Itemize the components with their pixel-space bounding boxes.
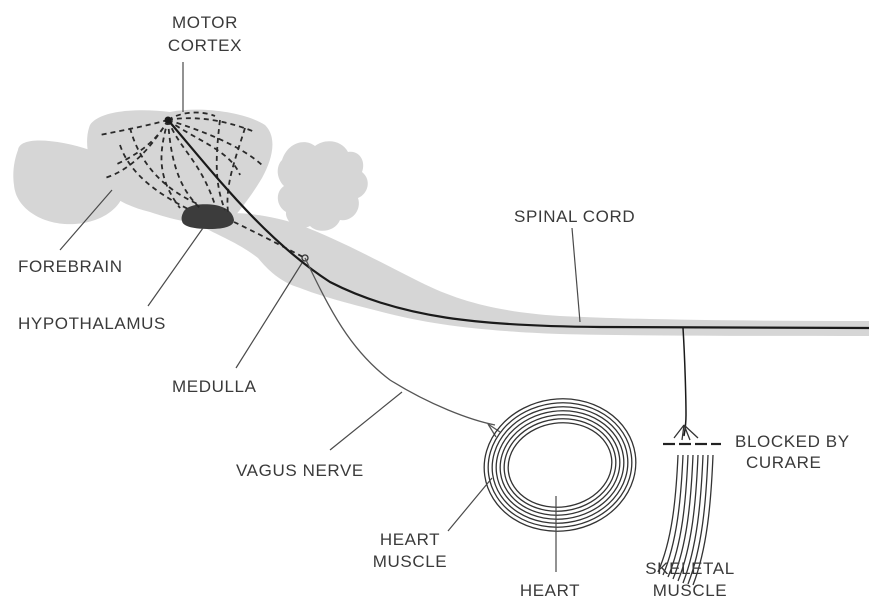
- heart-muscle: [476, 389, 645, 541]
- leader-spinal-cord: [572, 228, 580, 322]
- label-motor-cortex-1: MOTOR: [172, 13, 238, 32]
- spinal-cord-region: [205, 213, 869, 336]
- label-motor-cortex-2: CORTEX: [168, 36, 242, 55]
- spinal-efferent: [683, 328, 686, 436]
- label-vagus-nerve: VAGUS NERVE: [236, 461, 364, 480]
- leader-medulla: [236, 263, 302, 368]
- label-spinal-cord: SPINAL CORD: [514, 207, 635, 226]
- label-heart-muscle-1: HEART: [380, 530, 440, 549]
- label-forebrain: FOREBRAIN: [18, 257, 123, 276]
- label-blocked-by-1: BLOCKED BY: [735, 432, 850, 451]
- skeletal-branches: [674, 425, 698, 440]
- leader-heart-muscle: [448, 478, 492, 531]
- label-hypothalamus: HYPOTHALAMUS: [18, 314, 166, 333]
- leader-hypothalamus: [148, 228, 203, 306]
- leader-vagus-nerve: [330, 392, 402, 450]
- label-medulla: MEDULLA: [172, 377, 257, 396]
- label-blocked-by-2: CURARE: [746, 453, 821, 472]
- label-heart-muscle-2: MUSCLE: [373, 552, 447, 571]
- cerebellum-region: [278, 141, 368, 231]
- label-heart: HEART: [520, 581, 580, 600]
- label-skeletal-2: MUSCLE: [653, 581, 727, 600]
- label-skeletal-1: SKELETAL: [645, 559, 735, 578]
- brain-and-cord-tissue: [13, 110, 869, 336]
